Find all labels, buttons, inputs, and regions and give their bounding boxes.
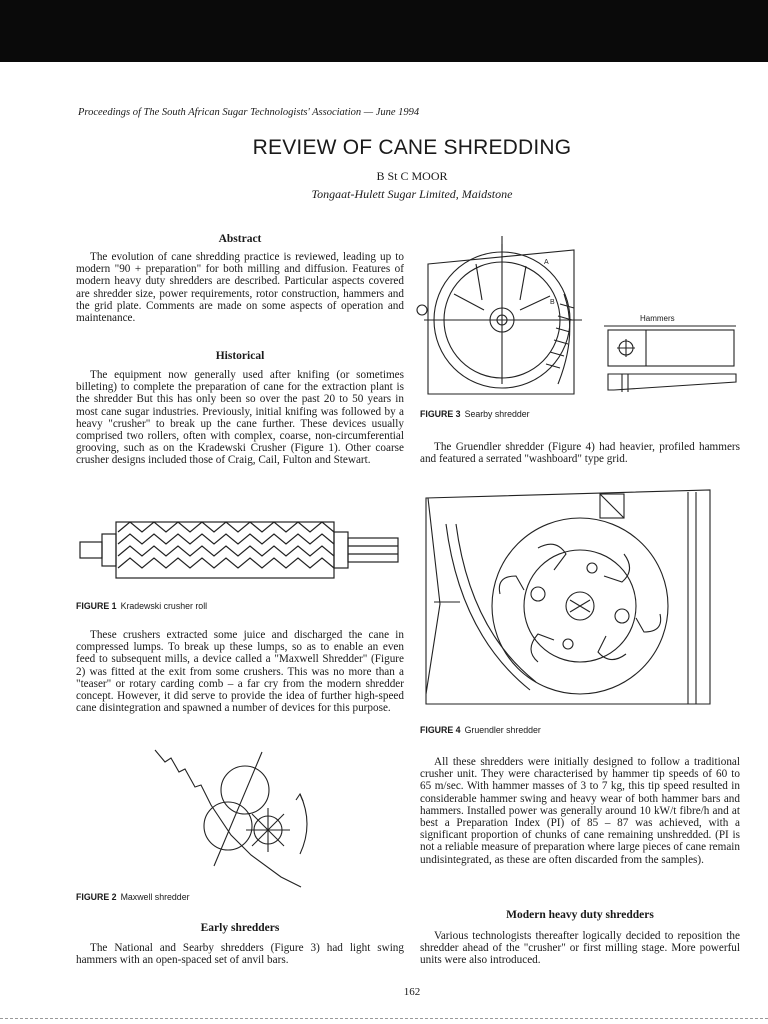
kradewski-crusher-roll-figure — [79, 521, 399, 579]
shredder-characteristics-paragraph: All these shredders were initially desig… — [420, 756, 740, 866]
author: B St C MOOR — [376, 169, 448, 183]
gruendler-shredder-figure — [425, 489, 711, 705]
modern-shredders-paragraph: Various technologists thereafter logical… — [420, 930, 740, 967]
page-number: 162 — [403, 986, 421, 998]
abstract-heading: Abstract — [218, 233, 262, 245]
scan-top-border — [0, 0, 768, 62]
searby-shredder-figure: A B — [416, 236, 737, 395]
paper-title: REVIEW OF CANE SHREDDING — [252, 136, 572, 159]
hammers-label: Hammers — [640, 314, 675, 323]
scan-bottom-edge — [0, 1018, 768, 1020]
modern-shredders-heading: Modern heavy duty shredders — [506, 909, 654, 921]
gruendler-paragraph: The Gruendler shredder (Figure 4) had he… — [420, 441, 740, 466]
early-shredders-paragraph: The National and Searby shredders (Figur… — [76, 942, 404, 967]
journal-header: Proceedings of The South African Sugar T… — [78, 107, 420, 118]
abstract-text: The evolution of cane shredding practice… — [76, 251, 404, 325]
mark-b: B — [550, 299, 555, 306]
historical-paragraph-2: These crushers extracted some juice and … — [76, 629, 404, 715]
affiliation: Tongaat-Hulett Sugar Limited, Maidstone — [311, 187, 513, 201]
mark-a: A — [544, 259, 549, 266]
early-shredders-heading: Early shredders — [200, 922, 280, 934]
maxwell-shredder-figure — [154, 749, 308, 888]
historical-heading: Historical — [215, 350, 265, 362]
historical-paragraph-1: The equipment now generally used after k… — [76, 369, 404, 467]
